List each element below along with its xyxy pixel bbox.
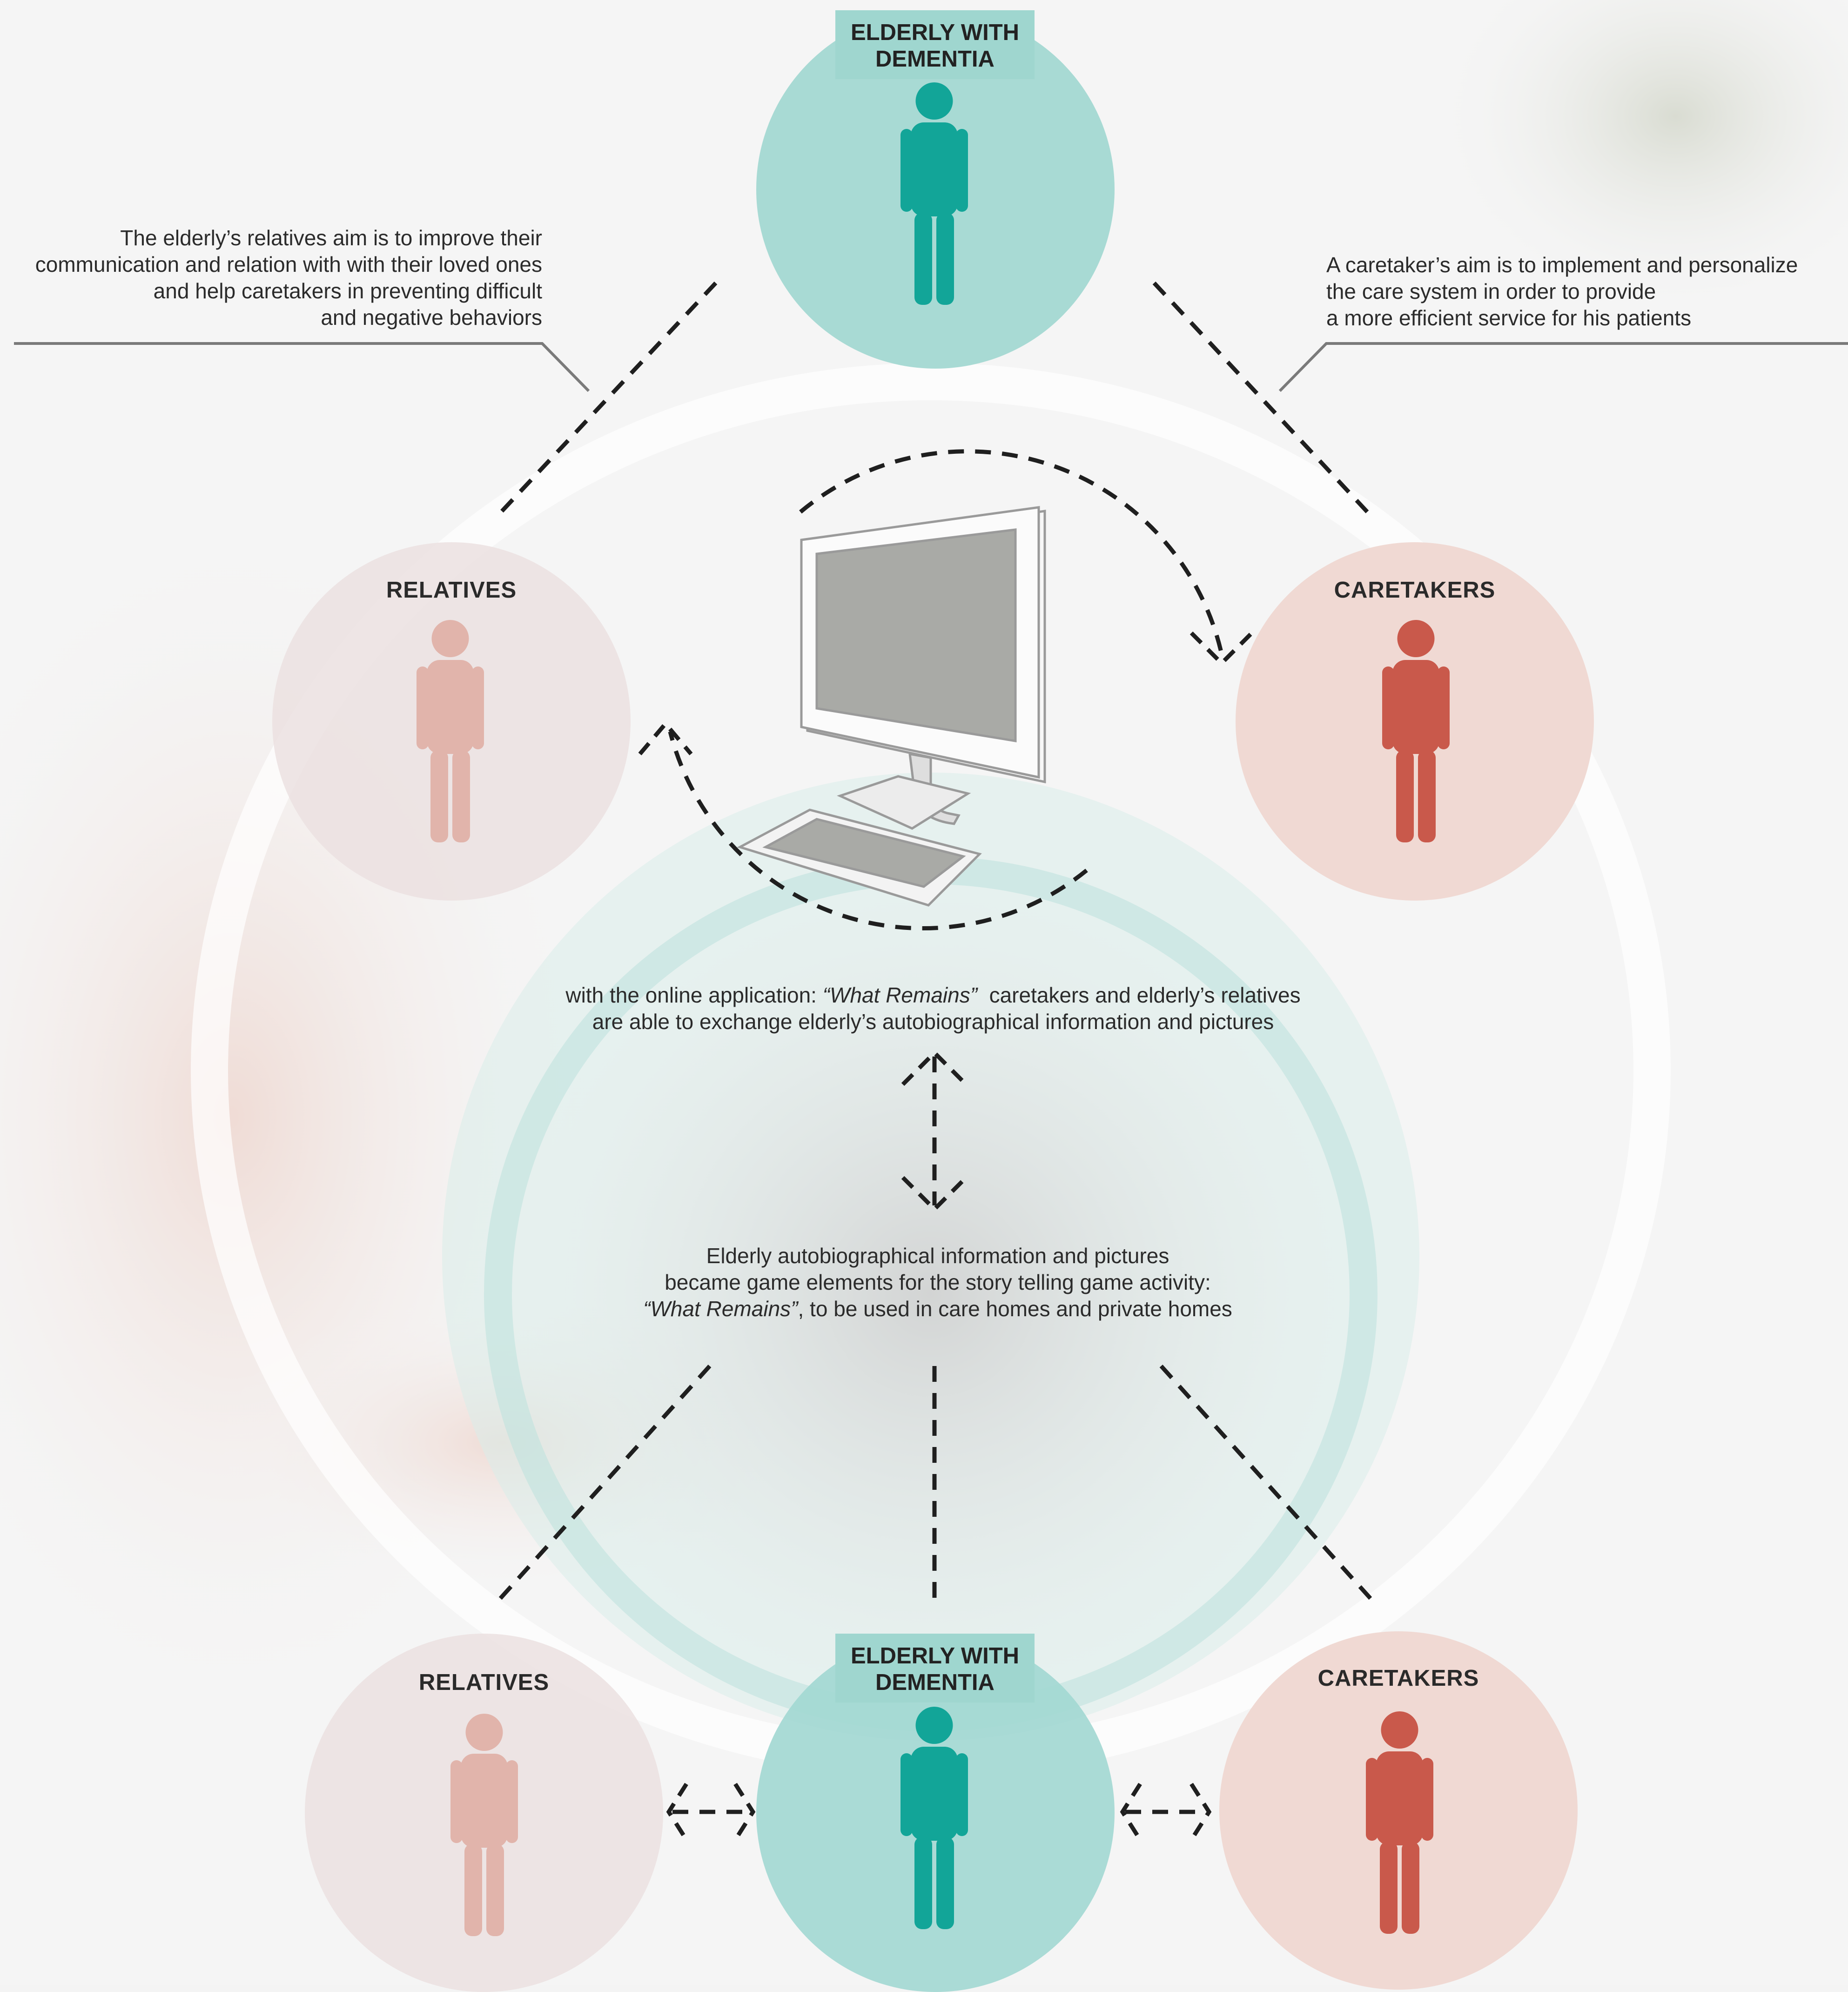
- relatives-callout-line: [14, 342, 590, 392]
- flow-arc-to-caretakers: [799, 449, 1224, 655]
- connector-game-relatives: [496, 1364, 712, 1603]
- caretaker-aim-note: A caretaker’s aim is to implement and pe…: [1326, 252, 1838, 331]
- online-app-note: with the online application: “What Remai…: [465, 982, 1401, 1035]
- caretaker-aim-line: the care system in order to provide: [1326, 279, 1656, 303]
- computer-icon: [737, 506, 1046, 907]
- arrowhead-relatives-icon: [638, 720, 693, 755]
- connector-game-caretakers: [1159, 1364, 1375, 1603]
- connector-elderly-caretakers: [1152, 281, 1370, 515]
- online-app-line2: are able to exchange elderly’s autobiogr…: [592, 1009, 1274, 1034]
- relatives-aim-line: communication and relation with with the…: [35, 252, 542, 276]
- top-caretakers-title: CARETAKERS: [1334, 578, 1496, 603]
- top-relatives-title: RELATIVES: [386, 578, 517, 603]
- bottom-caretakers-title: CARETAKERS: [1317, 1666, 1479, 1691]
- relatives-aim-line: and help caretakers in preventing diffic…: [153, 279, 542, 303]
- game-line1: Elderly autobiographical information and…: [706, 1244, 1169, 1268]
- relatives-aim-line: and negative behaviors: [321, 305, 542, 330]
- online-app-suffix: caretakers and elderly’s relatives: [977, 983, 1301, 1007]
- game-line2: became game elements for the story telli…: [665, 1270, 1211, 1294]
- top-elderly-label: ELDERLY WITH DEMENTIA: [835, 10, 1035, 79]
- bottom-elderly-label-line2: DEMENTIA: [875, 1670, 995, 1695]
- arrowhead-up-icon: [901, 1050, 968, 1086]
- flow-arc-to-relatives: [668, 731, 1088, 931]
- bottom-elderly-label-line1: ELDERLY WITH: [850, 1643, 1020, 1669]
- game-line3-suffix: , to be used in care homes and private h…: [798, 1297, 1232, 1321]
- top-elderly-label-line1: ELDERLY WITH: [850, 20, 1020, 45]
- caretaker-aim-line: a more efficient service for his patient…: [1326, 306, 1692, 330]
- top-relatives-person-icon: [417, 620, 484, 842]
- bottom-relatives-title: RELATIVES: [418, 1670, 550, 1695]
- arrowhead-left-relatives-icon: [666, 1783, 688, 1841]
- bottom-elderly-person-icon: [900, 1707, 968, 1929]
- bottom-elderly-label: ELDERLY WITH DEMENTIA: [835, 1634, 1035, 1703]
- caretaker-aim-line: A caretaker’s aim is to implement and pe…: [1326, 253, 1798, 277]
- game-app-name: “What Remains”: [643, 1297, 798, 1321]
- game-note: Elderly autobiographical information and…: [470, 1243, 1405, 1322]
- connector-elderly-relatives: [498, 281, 718, 515]
- top-elderly-label-line2: DEMENTIA: [875, 47, 995, 72]
- arrowhead-right-elderly-icon: [733, 1783, 756, 1841]
- bottom-caretakers-person-icon: [1366, 1711, 1433, 1934]
- arrowhead-right-caretakers-icon: [1189, 1783, 1212, 1841]
- arrowhead-down-icon: [901, 1176, 968, 1212]
- top-elderly-person-icon: [900, 82, 968, 305]
- top-caretakers-person-icon: [1382, 620, 1450, 842]
- bottom-relatives-person-icon: [450, 1714, 518, 1936]
- caretakers-callout-line: [1278, 342, 1848, 392]
- relatives-aim-note: The elderly’s relatives aim is to improv…: [0, 225, 542, 331]
- arrowhead-left-elderly-icon: [1120, 1783, 1142, 1841]
- online-app-name: “What Remains”: [822, 983, 978, 1007]
- online-app-prefix: with the online application:: [565, 983, 823, 1007]
- relatives-aim-line: The elderly’s relatives aim is to improv…: [120, 226, 542, 250]
- arrowhead-caretakers-icon: [1189, 631, 1254, 666]
